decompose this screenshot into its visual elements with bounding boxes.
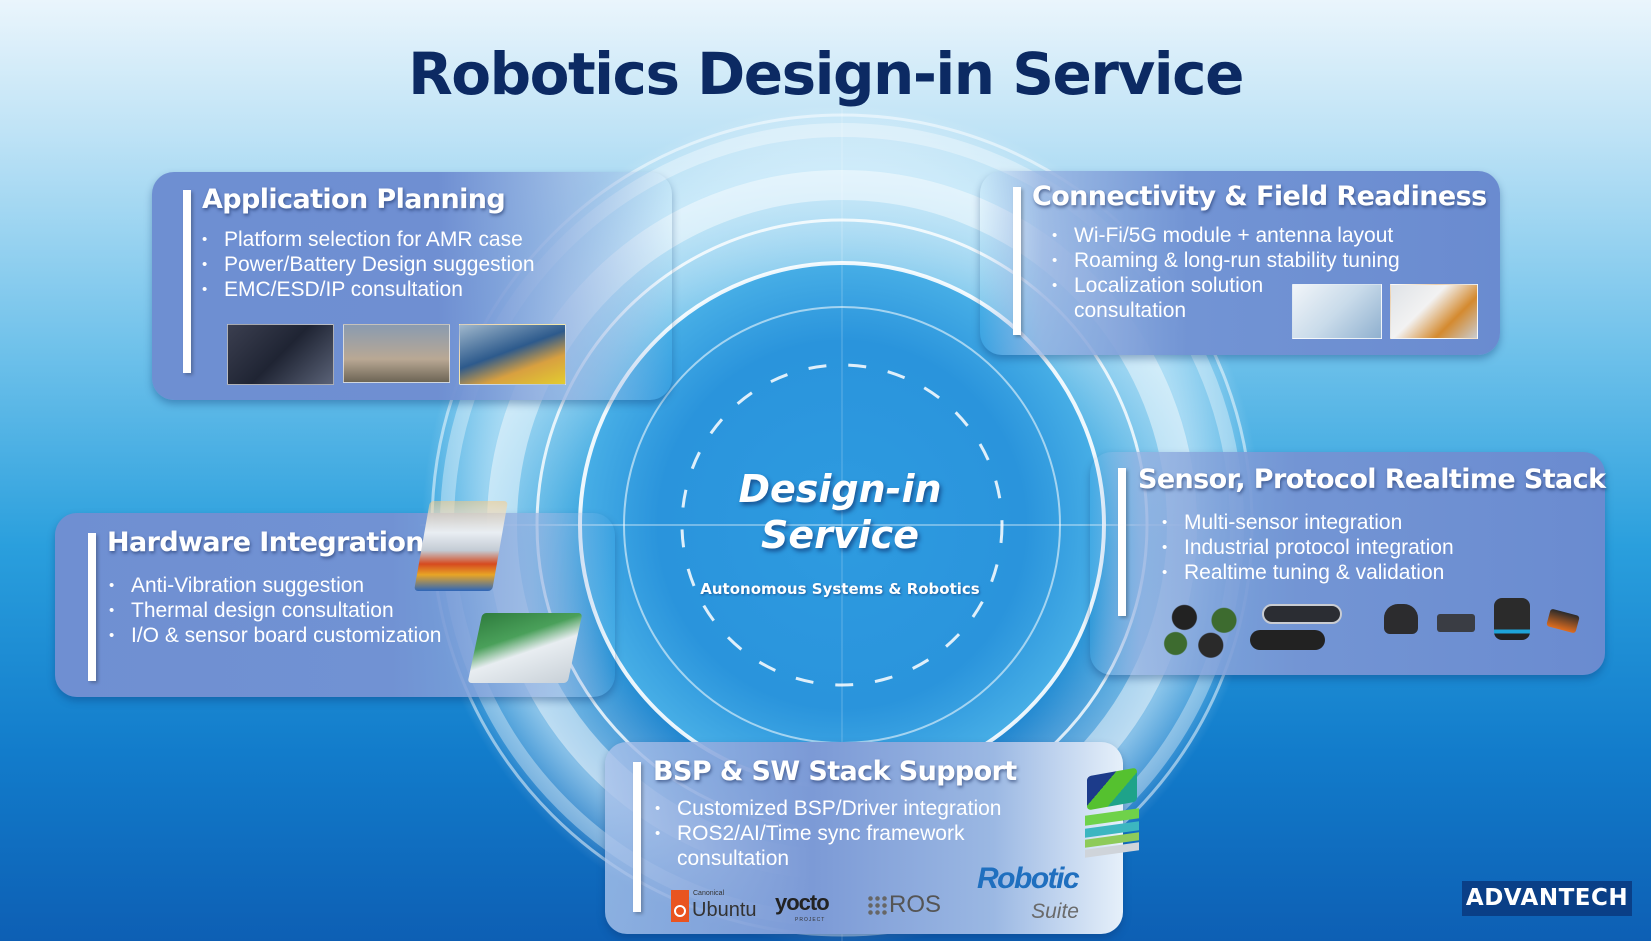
service-robot-airport-image <box>343 324 450 383</box>
panel-hardware-integration: Hardware Integration Anti-Vibration sugg… <box>55 501 615 697</box>
list-item: Roaming & long-run stability tuning <box>1050 248 1400 273</box>
bullet-list: Platform selection for AMR case Power/Ba… <box>200 227 535 302</box>
list-item: Platform selection for AMR case <box>200 227 535 252</box>
io-board-image <box>467 613 583 683</box>
yocto-project-text: PROJECT <box>795 917 826 923</box>
stacked-cubes-icon <box>1083 767 1141 858</box>
advantech-logo: ADVANTECH <box>1462 881 1632 916</box>
ros-text: ROS <box>889 891 942 918</box>
slide-title: Robotics Design-in Service <box>408 40 1244 108</box>
3d-lidar-image <box>1494 598 1530 640</box>
panel-title: BSP & SW Stack Support <box>653 756 1017 787</box>
accent-bar <box>1013 187 1021 335</box>
list-item: I/O & sensor board customization <box>107 623 441 648</box>
bullet-list: Customized BSP/Driver integration ROS2/A… <box>653 796 1001 871</box>
center-title-line2: Service <box>761 513 919 557</box>
panel-title: Sensor, Protocol Realtime Stack <box>1138 464 1606 495</box>
accent-bar <box>633 762 641 912</box>
depth-camera-image <box>1262 604 1342 624</box>
yocto-text: yocto <box>775 890 830 915</box>
ubuntu-logo: Canonical Ubuntu <box>671 890 757 922</box>
list-item: Anti-Vibration suggestion <box>107 573 441 598</box>
center-title-line1: Design-in <box>738 467 942 511</box>
imu-image <box>1546 608 1580 634</box>
tof-sensor-image <box>1437 614 1475 632</box>
warehouse-amr-image <box>227 324 334 385</box>
list-item: Realtime tuning & validation <box>1160 560 1454 585</box>
bullet-list: Wi-Fi/5G module + antenna layout Roaming… <box>1050 223 1400 323</box>
list-item: Wi-Fi/5G module + antenna layout <box>1050 223 1393 248</box>
list-item: Thermal design consultation <box>107 598 441 623</box>
panel-title: Hardware Integration <box>107 527 425 558</box>
accent-bar <box>183 190 191 373</box>
panel-bsp-sw-stack: BSP & SW Stack Support Customized BSP/Dr… <box>605 742 1139 934</box>
list-item: Customized BSP/Driver integration <box>653 796 1001 821</box>
center-subtitle: Autonomous Systems & Robotics <box>700 580 980 598</box>
lidar-image <box>1384 604 1418 634</box>
list-item: Multi-sensor integration <box>1160 510 1454 535</box>
list-item: Power/Battery Design suggestion <box>200 252 535 277</box>
robotic-text: Robotic <box>977 862 1080 895</box>
panel-title: Application Planning <box>202 184 506 215</box>
ubuntu-canonical-text: Canonical <box>693 890 725 897</box>
bullet-list: Anti-Vibration suggestion Thermal design… <box>107 573 441 648</box>
camera-modules-image <box>1158 600 1246 658</box>
panel-connectivity: Connectivity & Field Readiness Wi-Fi/5G … <box>980 171 1500 355</box>
container-forklift-image <box>459 324 566 385</box>
panel-sensor-protocol: Sensor, Protocol Realtime Stack Multi-se… <box>1090 452 1606 675</box>
ros-dots-icon <box>867 895 887 915</box>
localization-map-image <box>1292 284 1382 339</box>
bullet-list: Multi-sensor integration Industrial prot… <box>1160 510 1454 585</box>
panel-title: Connectivity & Field Readiness <box>1032 181 1487 212</box>
depth-camera-image-2 <box>1250 630 1325 650</box>
suite-text: Suite <box>1031 900 1079 923</box>
thermal-simulation-image <box>414 501 508 591</box>
accent-bar <box>88 533 96 681</box>
ubuntu-text: Ubuntu <box>692 899 757 921</box>
list-item: ROS2/AI/Time sync framework consultation <box>653 821 973 871</box>
panel-application-planning: Application Planning Platform selection … <box>152 172 672 400</box>
ros-logo: ROS <box>867 892 943 922</box>
list-item: Industrial protocol integration <box>1160 535 1454 560</box>
list-item: EMC/ESD/IP consultation <box>200 277 535 302</box>
yocto-logo: yocto PROJECT <box>775 892 847 924</box>
ubuntu-circle-icon <box>671 890 689 922</box>
accent-bar <box>1118 468 1126 616</box>
list-item: Localization solution consultation <box>1050 273 1278 323</box>
amr-fleet-image <box>1390 284 1478 339</box>
robotic-suite-logo: Robotic Suite <box>977 862 1085 932</box>
